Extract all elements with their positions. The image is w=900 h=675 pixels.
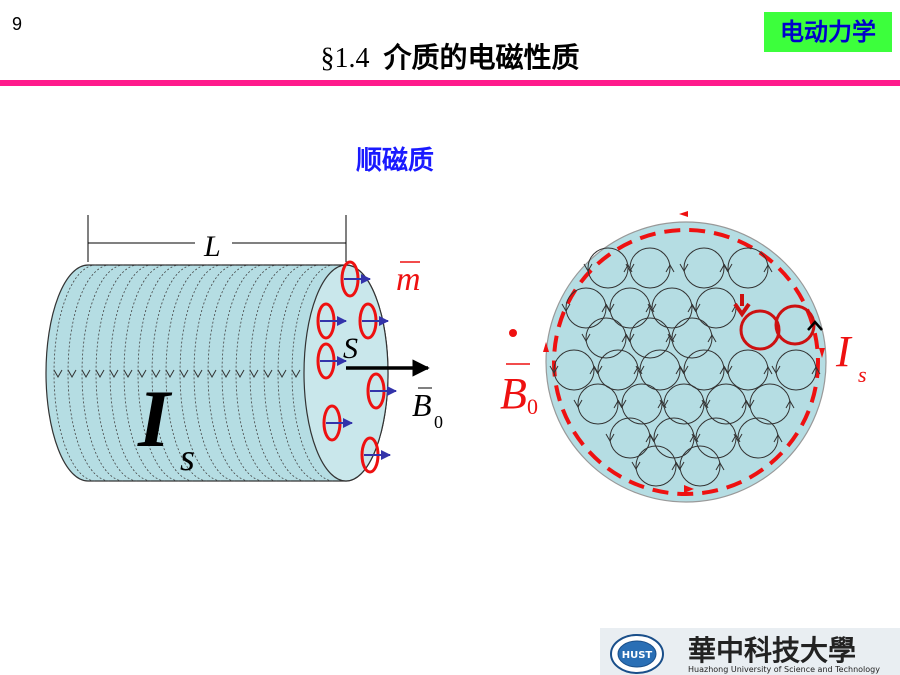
university-name-cn: 華中科技大學	[688, 634, 856, 667]
cross-section-current-loops	[549, 247, 821, 487]
cross-section-loop	[625, 247, 675, 289]
winding-arrow-icon	[193, 369, 203, 379]
surface-current-arrow-right	[819, 348, 825, 358]
title-text: 介质的电磁性质	[383, 41, 580, 74]
right-field-label-sub: 0	[527, 394, 538, 419]
winding-current-arrows	[53, 369, 301, 379]
winding-arrow-icon	[123, 369, 133, 379]
molecular-loop	[316, 342, 347, 380]
field-label-main: B	[412, 387, 432, 423]
cross-section-loop	[675, 445, 725, 487]
cross-section-loop	[771, 349, 821, 391]
winding-arrow-icon	[277, 369, 287, 379]
field-dot-icon	[509, 329, 517, 337]
university-name-en: Huazhong University of Science and Techn…	[688, 665, 880, 674]
moment-label: m	[396, 261, 421, 298]
highlight-loop-left	[739, 309, 781, 351]
current-label-main: I	[137, 373, 173, 464]
winding-arrow-icon	[221, 369, 231, 379]
winding-arrow-icon	[109, 369, 119, 379]
page-number: 9	[12, 14, 23, 34]
surface-current-arrow-bottom	[684, 485, 694, 493]
course-badge: 电动力学	[764, 12, 892, 52]
winding-arrow-icon	[53, 369, 63, 379]
winding-arrow-icon	[263, 369, 273, 379]
right-current-label-sub: s	[858, 362, 867, 387]
surface-current-loop	[552, 228, 820, 496]
length-dimension	[87, 215, 347, 262]
page-title: §1.4 介质的电磁性质	[0, 36, 900, 76]
winding-arrow-icon	[179, 369, 189, 379]
winding-arrow-icon	[235, 369, 245, 379]
winding-arrow-icon	[291, 369, 301, 379]
molecular-loop	[358, 302, 389, 340]
university-logo: HUST 華中科技大學 Huazhong University of Scien…	[600, 628, 900, 675]
winding-arrow-icon	[151, 369, 161, 379]
molecular-current-loops	[316, 260, 397, 474]
winding-arrow-icon	[137, 369, 147, 379]
winding-arrow-icon	[165, 369, 175, 379]
area-label: S	[343, 332, 358, 365]
length-label: L	[203, 230, 221, 263]
winding-arrow-icon	[67, 369, 77, 379]
current-label-sub: s	[180, 437, 195, 479]
molecular-loop	[360, 436, 391, 474]
molecular-loop	[366, 372, 397, 410]
winding-arrow-icon	[95, 369, 105, 379]
title-divider	[0, 80, 900, 86]
winding-arrow-icon	[207, 369, 217, 379]
surface-current-arrow-top	[679, 211, 688, 217]
svg-text:HUST: HUST	[622, 650, 653, 661]
cross-section	[543, 211, 827, 503]
section-number: §1.4	[320, 43, 370, 74]
cross-section-loop	[745, 383, 795, 425]
right-current-label-main: I	[835, 327, 853, 376]
surface-current-arrow-left	[543, 342, 549, 352]
molecular-loop	[316, 302, 347, 340]
slide-subtitle: 顺磁质	[355, 146, 434, 176]
molecular-loop	[340, 260, 371, 298]
solenoid-cylinder	[45, 260, 397, 482]
field-label-sub: 0	[434, 412, 443, 432]
right-field-label-main: B	[500, 369, 527, 418]
winding-arrow-icon	[81, 369, 91, 379]
cross-section-loop	[733, 417, 783, 459]
winding-arrow-icon	[249, 369, 259, 379]
cross-section-loop	[723, 349, 773, 391]
cross-section-loop	[723, 247, 773, 289]
highlight-arrow	[733, 294, 751, 318]
cross-section-loop	[667, 317, 717, 359]
highlight-chevron-icon	[807, 320, 823, 331]
molecular-loop	[322, 404, 353, 442]
